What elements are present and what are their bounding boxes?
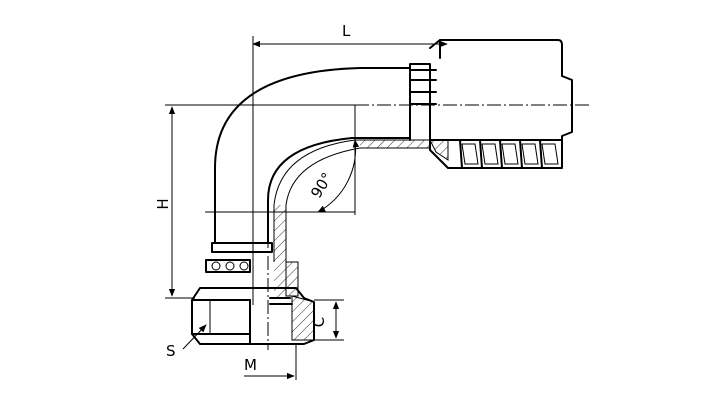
- dimension-M: M: [244, 344, 297, 380]
- elbow-tube: [214, 67, 430, 297]
- label-S: S: [166, 342, 176, 360]
- dimension-angle: 90°: [205, 139, 360, 213]
- ferrule-assembly: [409, 39, 573, 169]
- dimension-H: H: [154, 104, 355, 299]
- seat-section-hatch: [285, 261, 299, 297]
- ring-bead-2: [225, 261, 235, 271]
- ferrule-body: [429, 39, 573, 169]
- label-M: M: [244, 356, 257, 374]
- leader-line-S: [182, 324, 207, 350]
- dimension-C: C: [310, 299, 344, 341]
- collar-ring-2: [205, 259, 251, 273]
- label-H: H: [154, 198, 172, 209]
- label-C: C: [310, 317, 328, 327]
- swivel-nut: [191, 242, 315, 345]
- label-angle: 90°: [307, 169, 336, 201]
- tube-section-hatch: [274, 205, 286, 297]
- hose-serrations: [459, 139, 559, 169]
- collar-step: [409, 63, 431, 141]
- dimension-L: L: [252, 22, 448, 305]
- seat-line: [269, 297, 293, 305]
- collar-nut: [409, 69, 437, 105]
- elbow-inner-wall: [267, 137, 411, 244]
- angle-arc: [317, 139, 360, 213]
- elbow-outer-wall: [214, 67, 411, 244]
- ferrule-wall-hatch: [429, 139, 449, 161]
- label-L: L: [342, 22, 351, 40]
- dimension-S: S: [166, 324, 207, 360]
- ring-bead-1: [211, 261, 221, 271]
- collar-ring-1: [211, 242, 273, 253]
- tube-section-hatch-top: [360, 140, 430, 148]
- ring-bead-3: [239, 261, 249, 271]
